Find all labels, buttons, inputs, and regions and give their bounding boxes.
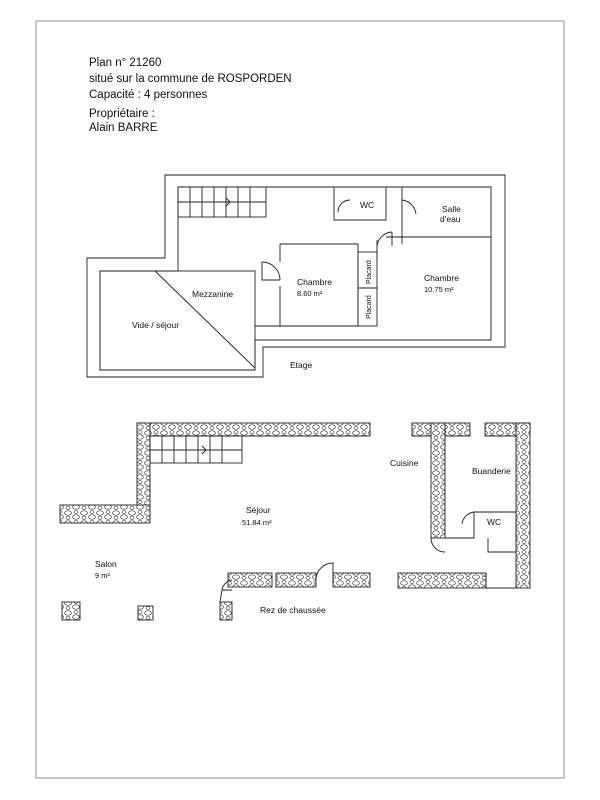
left-stone-wall xyxy=(136,422,151,516)
vide-label: Vide / séjour xyxy=(132,320,179,330)
vide-sejour-area xyxy=(99,270,256,371)
etage-labels: Etage Mezzanine Vide / séjour Chambre 8.… xyxy=(132,200,461,370)
placard-bottom xyxy=(357,287,378,327)
commune-line: situé sur la commune de ROSPORDEN xyxy=(89,73,292,85)
salon-name: Salon xyxy=(95,559,117,569)
pier-2 xyxy=(137,605,154,621)
rdc-doors xyxy=(219,511,517,603)
front-wall-c xyxy=(332,572,371,588)
buanderie-label: Buanderie xyxy=(472,466,511,476)
chambre1-area: 8.60 m² xyxy=(297,289,323,298)
kitchen-bottom-wall xyxy=(397,572,487,589)
pier-3 xyxy=(219,601,233,621)
plan-number: Plan n° 21260 xyxy=(89,57,162,69)
sheet-frame xyxy=(35,20,565,779)
cuisine-label: Cuisine xyxy=(390,458,419,468)
salle-line1: Salle xyxy=(442,204,461,214)
etage-level-label: Etage xyxy=(290,360,312,370)
front-door xyxy=(315,562,334,581)
rdc-labels: Rez de chaussée Séjour 51.84 m² Salon 9 … xyxy=(95,458,511,615)
rdc-stairs xyxy=(149,435,243,464)
front-wall-b xyxy=(275,572,317,588)
sejour-name: Séjour xyxy=(246,505,271,515)
buanderie-bottom xyxy=(485,573,516,589)
chambre2-door xyxy=(376,231,393,260)
owner-name: Alain BARRE xyxy=(89,122,158,134)
etage-outer-wall xyxy=(86,174,506,378)
sejour-area: 51.84 m² xyxy=(242,518,272,527)
wc-walls xyxy=(333,187,387,221)
placard-bottom-label: Placard xyxy=(366,295,373,319)
chambre1-walls xyxy=(255,243,359,327)
salle-line2: d'eau xyxy=(440,214,461,224)
chambre1-door xyxy=(261,261,281,281)
pier-1 xyxy=(61,601,81,621)
kitchen-door xyxy=(430,537,446,553)
right-stone-wall xyxy=(515,422,531,589)
chambre2-area: 10.75 m² xyxy=(424,285,454,294)
salon-area: 9 m² xyxy=(95,571,111,580)
kitchen-divider-wall xyxy=(430,422,446,539)
rdc-wc-label: WC xyxy=(487,517,501,527)
side-door xyxy=(219,579,233,603)
wc-door xyxy=(461,511,475,525)
wc-partition xyxy=(445,511,517,553)
stone-walls xyxy=(59,422,531,621)
salon-top-wall xyxy=(59,504,151,524)
front-wall-a xyxy=(227,572,273,588)
rdc-level-label: Rez de chaussée xyxy=(260,605,326,615)
wc-door xyxy=(337,199,351,213)
vide-diagonal xyxy=(154,270,256,369)
chambre1-name: Chambre xyxy=(297,277,332,287)
wc-label: WC xyxy=(360,200,374,210)
corridor-wall xyxy=(386,236,403,244)
owner-label: Propriétaire : xyxy=(89,108,155,120)
mezzanine-label: Mezzanine xyxy=(192,289,233,299)
etage-stairs xyxy=(177,186,267,218)
chambre2-name: Chambre xyxy=(424,273,459,283)
top-stone-wall xyxy=(136,422,371,437)
capacity-line: Capacité : 4 personnes xyxy=(89,89,208,101)
rdc-plan xyxy=(59,422,531,621)
placard-top-label: Placard xyxy=(366,260,373,284)
etage-plan xyxy=(86,174,506,378)
